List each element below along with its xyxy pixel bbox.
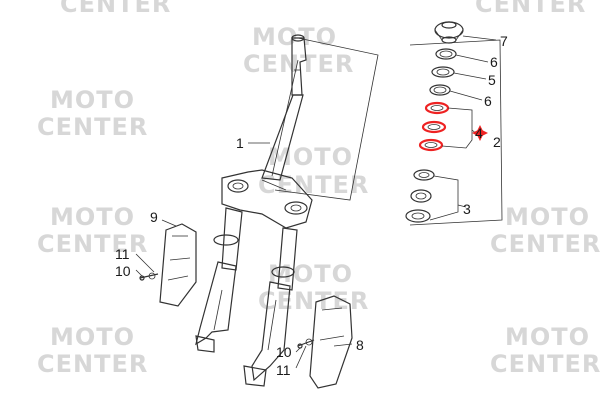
leader-lines bbox=[135, 35, 497, 369]
watermark-center-right2: CENTER bbox=[490, 350, 600, 378]
watermark-moto-left3: MOTO bbox=[50, 323, 135, 351]
callout-7[interactable]: 7 bbox=[500, 33, 508, 49]
screw-washer-left[interactable] bbox=[139, 272, 159, 281]
callout-2[interactable]: 2 bbox=[493, 134, 501, 150]
callout-10-left[interactable]: 10 bbox=[115, 263, 131, 279]
ring-nut-part-6-lower[interactable] bbox=[429, 84, 451, 96]
callout-labels: 7 6 5 6 4 2 3 1 9 11 10 8 10 11 bbox=[115, 33, 508, 378]
callout-11-right[interactable]: 11 bbox=[276, 362, 291, 378]
fork-cover-left-part[interactable] bbox=[159, 223, 197, 307]
watermark-center-top-left: CENTER bbox=[60, 0, 171, 18]
ring-nut-part-6-upper[interactable] bbox=[435, 48, 457, 60]
watermark-center-left2: CENTER bbox=[37, 230, 148, 258]
watermark-center-left3: CENTER bbox=[37, 350, 148, 378]
watermark-center-low: CENTER bbox=[258, 287, 369, 315]
lower-triple-clamp[interactable] bbox=[221, 169, 313, 229]
left-fork-leg[interactable] bbox=[195, 207, 243, 353]
watermark-moto-right: MOTO bbox=[505, 203, 590, 231]
watermark-moto-low: MOTO bbox=[268, 260, 353, 288]
watermark-moto-left2: MOTO bbox=[50, 203, 135, 231]
callout-9[interactable]: 9 bbox=[150, 209, 158, 225]
callout-5[interactable]: 5 bbox=[488, 72, 496, 88]
callout-11-left[interactable]: 11 bbox=[115, 246, 130, 262]
watermark-center-right: CENTER bbox=[490, 230, 600, 258]
watermark-layer: CENTER CENTER MOTO CENTER MOTO CENTER MO… bbox=[37, 0, 600, 378]
watermark-center-top-right: CENTER bbox=[475, 0, 586, 18]
lower-bearing-set-part-3[interactable] bbox=[405, 169, 435, 223]
watermark-center-top: CENTER bbox=[243, 50, 354, 78]
watermark-moto-mid: MOTO bbox=[268, 143, 353, 171]
upper-bearing-set-highlighted[interactable] bbox=[418, 101, 450, 152]
right-fork-leg[interactable] bbox=[243, 227, 298, 387]
callout-6-upper[interactable]: 6 bbox=[490, 54, 498, 70]
watermark-center-mid: CENTER bbox=[258, 171, 369, 199]
callout-6-lower[interactable]: 6 bbox=[484, 93, 492, 109]
watermark-moto-left: MOTO bbox=[50, 86, 135, 114]
watermark-center-left: CENTER bbox=[37, 113, 148, 141]
upper-cap-part-7[interactable] bbox=[434, 21, 464, 44]
callout-8[interactable]: 8 bbox=[356, 337, 364, 353]
callout-1[interactable]: 1 bbox=[236, 135, 244, 151]
callout-3[interactable]: 3 bbox=[463, 201, 471, 217]
washer-part-5[interactable] bbox=[431, 66, 455, 78]
crosshair-arrows-icon[interactable] bbox=[472, 125, 488, 141]
callout-4[interactable]: 4 bbox=[475, 125, 483, 141]
watermark-moto-top: MOTO bbox=[252, 23, 337, 51]
steering-stem-frame bbox=[274, 37, 379, 201]
bearing-stack-bracket-frame bbox=[409, 39, 503, 226]
callout-10-right[interactable]: 10 bbox=[276, 344, 292, 360]
fork-cover-right-part[interactable] bbox=[309, 295, 353, 389]
steering-stem-part[interactable] bbox=[261, 34, 307, 181]
watermark-moto-right2: MOTO bbox=[505, 323, 590, 351]
